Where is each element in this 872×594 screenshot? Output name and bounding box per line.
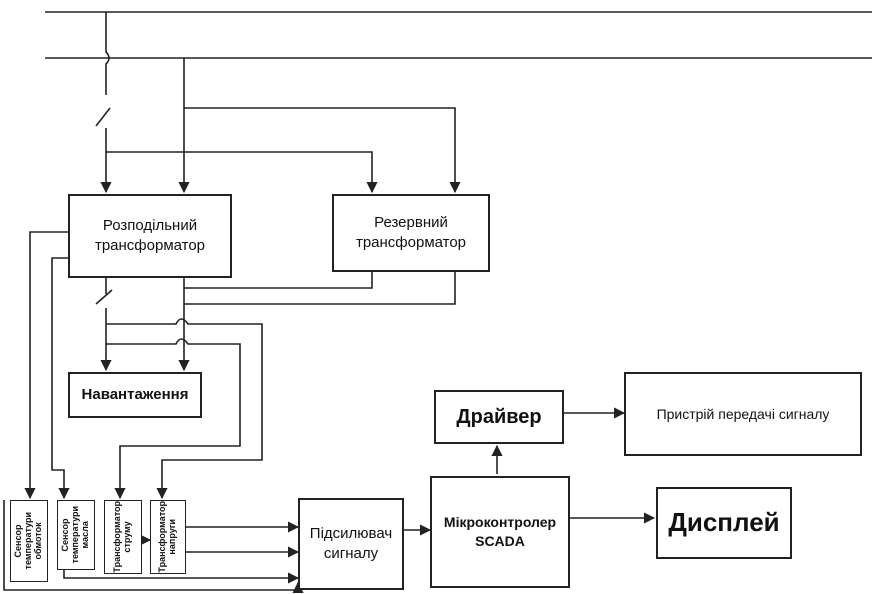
load-label: Навантаження [81,385,189,403]
signal-transmitter-block: Пристрій передачі сигналу [624,372,862,456]
current-transformer-label: Трансформатор струму [112,501,132,573]
reserve-transformer-label: Резервний трансформатор [355,213,467,251]
microcontroller-label: Мікроконтролер SCADA [443,514,557,549]
oil-sensor-label: Сенсор температури масла [60,506,90,564]
display-label: Дисплей [668,507,780,538]
winding-temperature-sensor-block: Сенсор температури обмоток [10,500,48,582]
breaker-1 [95,107,111,127]
driver-block: Драйвер [434,390,564,444]
distribution-transformer-block: Розподільний трансформатор [68,194,232,278]
voltage-transformer-block: Трансформатор напруги [150,500,186,574]
current-transformer-block: Трансформатор струму [104,500,142,574]
winding-sensor-label: Сенсор температури обмоток [13,512,43,570]
feeder-1 [105,12,110,95]
microcontroller-block: Мікроконтролер SCADA [430,476,570,588]
load-block: Навантаження [68,372,202,418]
amplifier-label: Підсилювач сигналу [309,524,393,562]
breaker-2 [95,289,113,305]
voltage-transformer-label: Трансформатор напруги [157,501,177,573]
oil-temperature-sensor-block: Сенсор температури масла [57,500,95,570]
display-block: Дисплей [656,487,792,559]
driver-label: Драйвер [456,405,542,428]
distribution-transformer-label: Розподільний трансформатор [94,216,206,254]
amplifier-block: Підсилювач сигналу [298,498,404,590]
signal-transmitter-label: Пристрій передачі сигналу [656,405,830,422]
reserve-transformer-block: Резервний трансформатор [332,194,490,272]
